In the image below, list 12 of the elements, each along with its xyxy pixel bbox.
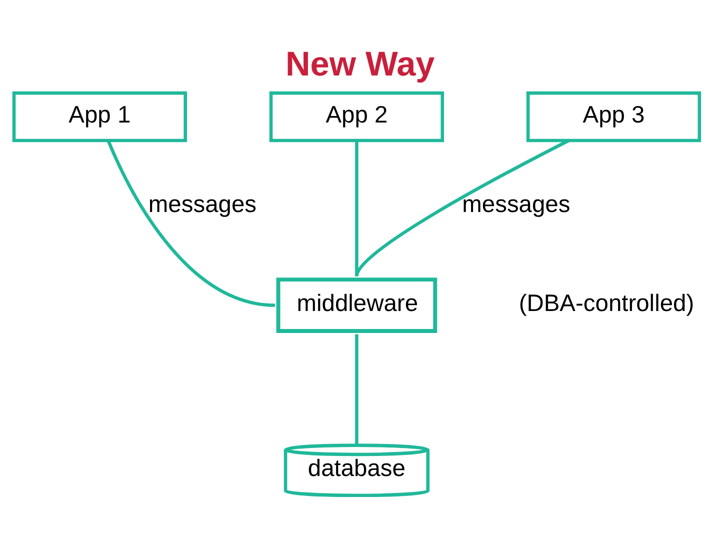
connector <box>355 334 358 446</box>
node-box: middleware <box>276 278 438 333</box>
node-box: App 2 <box>269 91 444 142</box>
node-box: App 1 <box>12 91 187 142</box>
node-label: (DBA-controlled) <box>518 291 694 318</box>
diagram-title: New Way <box>286 46 435 84</box>
connector <box>355 139 570 277</box>
edge-label: messages <box>462 192 570 218</box>
edge-label: messages <box>148 192 257 218</box>
connector <box>106 140 276 307</box>
connector <box>355 140 358 276</box>
node-box: App 3 <box>526 91 702 142</box>
